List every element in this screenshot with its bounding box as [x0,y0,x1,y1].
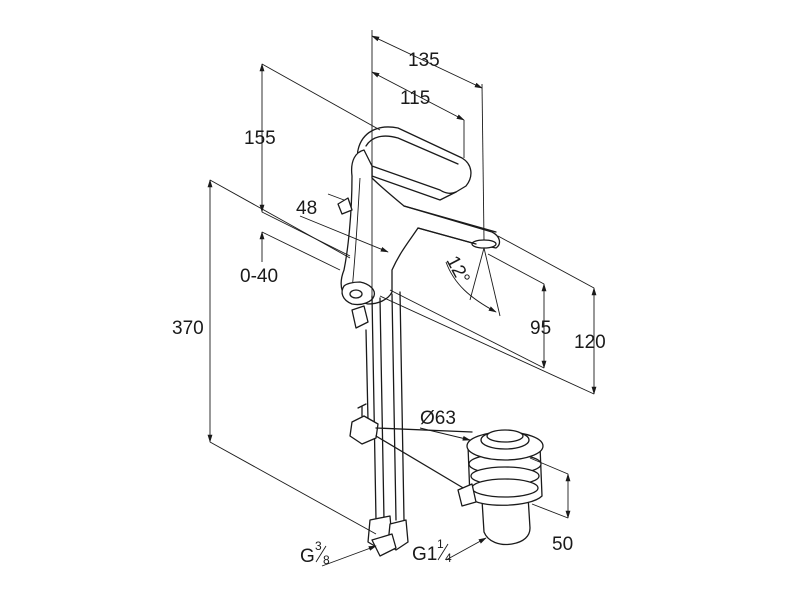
ext-line-370-top [209,179,351,259]
lever-top-face [365,135,459,165]
fixing-bracket [351,305,369,329]
dim-label-95: 95 [530,318,551,339]
supply-hose-left-b [379,297,385,521]
dim-label-48: 48 [296,198,317,219]
ext-line-135-right [481,83,485,241]
linkage-rod-top [375,427,473,433]
dimension-lines [207,30,597,567]
thread-g38-denominator: 8 [323,553,330,567]
thread-g38-slash [315,545,327,563]
leader-63 [419,427,471,441]
rod-clamp [349,415,379,445]
ext-line-50-bottom [531,503,569,519]
body-edge-line [351,177,361,291]
thread-g114-numerator: 1 [437,537,444,551]
pop-up-rod-knob [337,197,353,215]
dim-label-63: Ø63 [420,408,456,429]
hose-nut [371,533,397,557]
dim-label-370: 370 [172,318,204,339]
ext-line-48 [327,193,345,201]
ext-line-120-bottom [379,295,595,395]
ext-line-155-top [261,63,381,131]
ext-line-370-bottom [209,441,377,535]
dim-label-50: 50 [552,534,573,555]
waste-ring-3 [471,478,539,498]
angle-ray-2 [469,247,485,301]
supply-hose-right [391,293,397,521]
ext-line-50-top [529,457,569,475]
dim-label-120: 120 [574,332,606,353]
linkage-rod-diag [375,435,471,493]
dim-label-155: 155 [244,128,276,149]
spout-top-edge [403,205,497,233]
base-nut-hole [349,289,363,299]
dim-line-48 [299,215,389,253]
leader-g114 [445,537,487,561]
ext-line-120-top [497,235,595,289]
faucet-neck [340,149,501,305]
pop-up-rod [365,329,369,421]
dim-label-0-40: 0-40 [240,266,278,287]
thread-g114-slash [437,543,449,561]
supply-hose-right-b [399,291,405,521]
dim-label-135: 135 [408,50,440,71]
thread-label-g38: G [300,546,315,567]
faucet-body [337,126,501,557]
rod-clamp-screw [357,403,367,417]
waste-link-connector [457,483,477,507]
ext-line-0-40 [261,231,341,271]
waste-plug-top [486,429,524,443]
spout-underside [417,227,477,245]
leader-g38 [321,545,377,567]
thread-label-g114: G1 [412,544,437,565]
thread-g38-numerator: 3 [315,539,322,553]
pop-up-waste [457,429,544,546]
angle-ray-1 [483,247,501,317]
thread-g114-denominator: 4 [445,551,452,565]
dim-label-115: 115 [400,88,430,109]
angle-arc-12 [445,261,497,313]
waste-tailpiece [481,495,531,546]
dim-line-115 [371,71,465,121]
dim-label-12deg: 12° [442,252,474,287]
ext-line-95-top [487,253,545,285]
ext-line-95-bottom [389,289,545,369]
supply-hose-left [371,295,377,521]
